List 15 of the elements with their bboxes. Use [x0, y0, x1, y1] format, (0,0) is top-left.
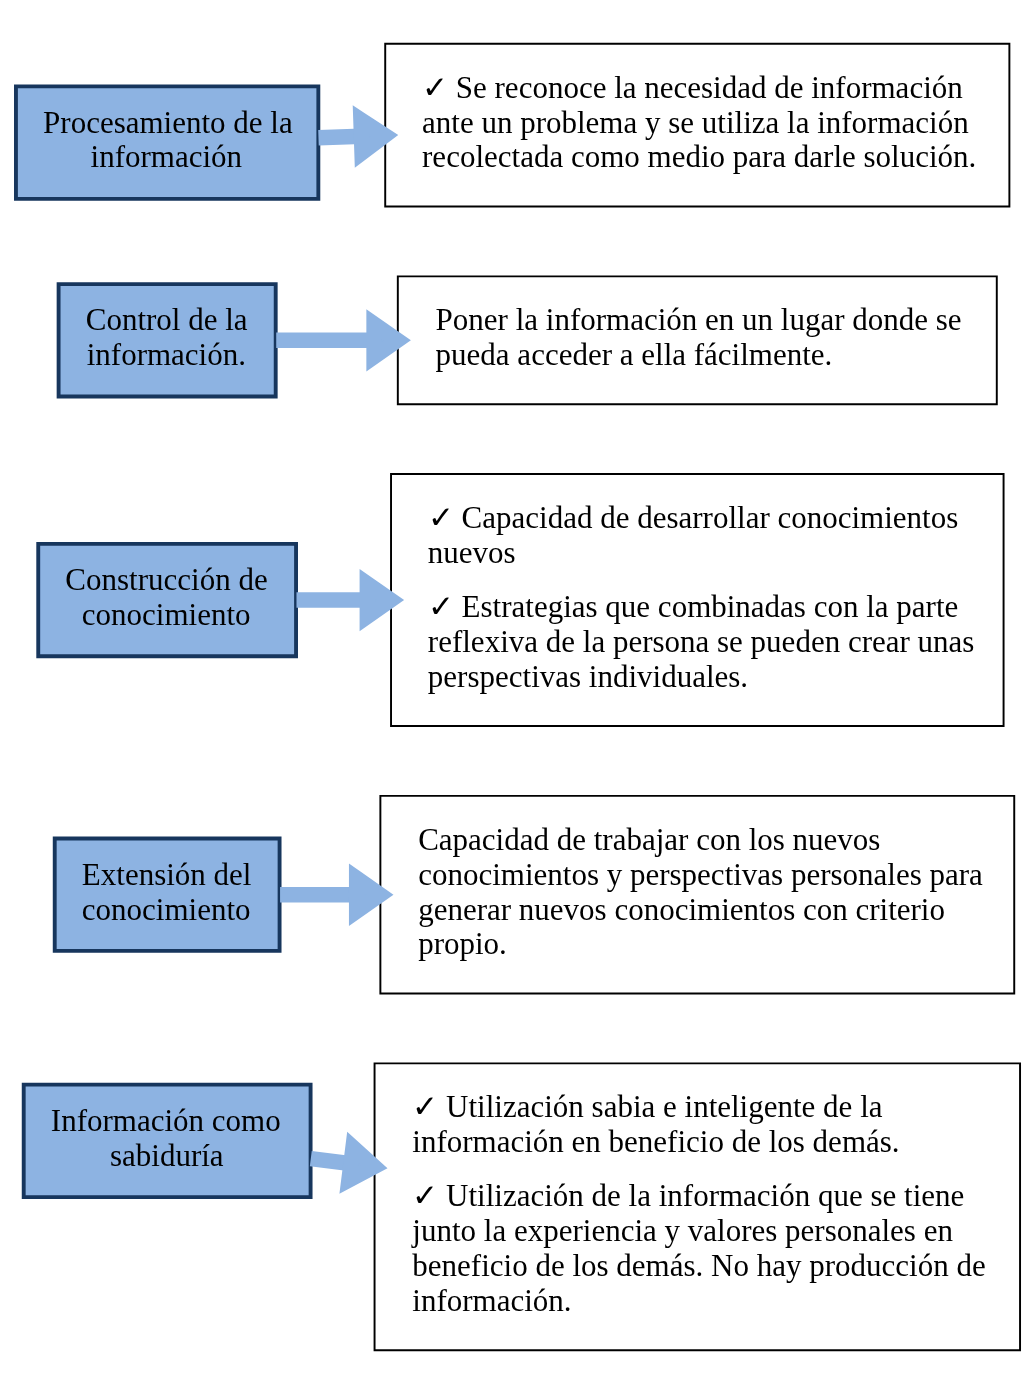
node-box: Extensión del conocimiento [52, 836, 282, 953]
node-box: ✓ Capacidad de desarrollar conocimientos nuevos ✓ Estrategias que combinadas con la parte reflexiva de la persona se pueden crear unas perspectivas individuales. [390, 472, 1005, 727]
node-box: Información como sabiduría [21, 1082, 313, 1199]
arrow [296, 568, 405, 631]
node-box: Construcción de conocimiento [36, 541, 298, 658]
node-box: Poner la información en un lugar donde se pueda acceder a ella fácilmente. [396, 274, 998, 405]
node-box: Capacidad de trabajar con los nuevos conocimientos y perspectivas personales para generar nuevos conocimientos con criterio propio. [379, 794, 1016, 995]
node-box: Procesamiento de la información [14, 83, 321, 201]
arrow [309, 1131, 388, 1194]
node-box: Control de la información. [56, 281, 278, 398]
arrow [280, 863, 394, 926]
arrow [318, 104, 399, 168]
node-box: ✓ Se reconoce la necesidad de información ante un problema y se utiliza la información recolectada como medio para darle solución. [384, 42, 1011, 208]
node-box: ✓ Utilización sabia e inteligente de la información en beneficio de los demás. ✓ Utilización de la información que se tiene junto la experiencia y valores personales en beneficio de los demás. No hay producción de información. [373, 1061, 1021, 1351]
arrow [276, 308, 411, 371]
